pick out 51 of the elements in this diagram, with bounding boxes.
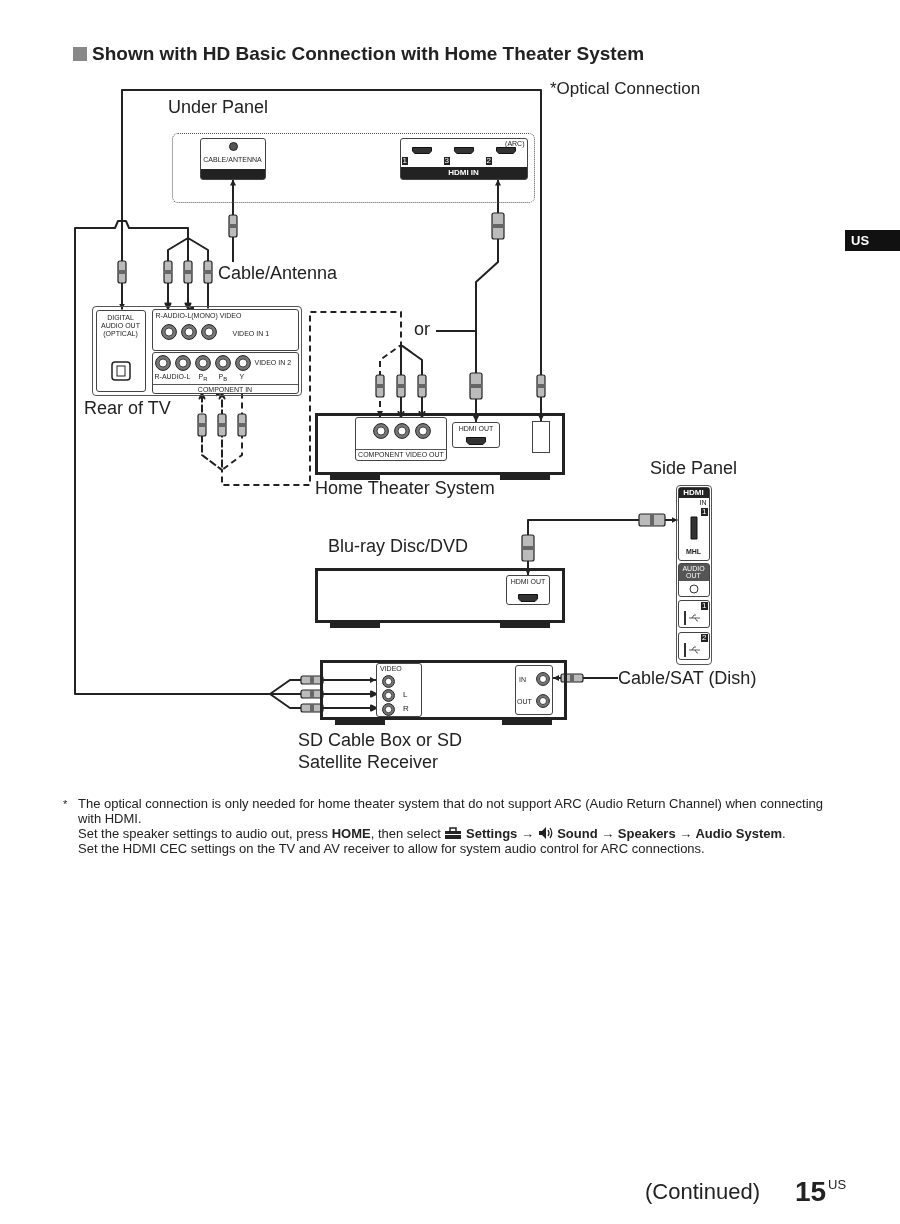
port-caption: HDMI <box>678 487 709 498</box>
port-number: 1 <box>701 601 708 610</box>
cable-arrow <box>230 178 236 263</box>
device-label: Home Theater System <box>315 478 496 500</box>
usb-port <box>677 631 710 660</box>
jack-panel <box>355 417 447 461</box>
port-number: 1 <box>701 507 708 516</box>
device-label: SD Cable Box or SD Satellite Receiver <box>298 730 464 774</box>
footnote-text: The optical connection is only needed for home theater system that do not support ARC (Audio Return Channel) when connecting with HDMI. <box>78 796 825 826</box>
continued-note: (Continued) <box>645 1179 760 1205</box>
cable-source-label: Cable/Antenna <box>218 262 338 284</box>
jack-panel <box>151 351 299 394</box>
device-label: Under Panel <box>168 97 270 119</box>
edge-label: *Optical Connection <box>548 79 703 99</box>
port-label: R <box>403 705 409 713</box>
page-suffix: US <box>828 1177 847 1192</box>
port-number: 2 <box>701 633 708 642</box>
cable-source-label: Cable/SAT (Dish) <box>618 667 757 689</box>
footnote-text: Sound → Speakers → Audio System. <box>557 826 786 841</box>
page-title: Shown with HD Basic Connection with Home Theater System <box>92 43 645 65</box>
page-number: 15 <box>795 1176 827 1208</box>
jack-panel <box>376 663 422 717</box>
footnote-mark: * <box>63 798 68 810</box>
jack-panel <box>151 308 299 351</box>
hdmi-port <box>677 486 710 561</box>
port-caption: HDMI IN <box>447 168 480 177</box>
device-label: Side Panel <box>650 458 739 480</box>
device-label: Blu-ray Disc/DVD <box>328 536 470 558</box>
language-tab: US <box>845 230 900 251</box>
optical-port <box>95 309 146 392</box>
footnote-text: Set the speaker settings to audio out, press HOME, then select <box>78 826 441 841</box>
optical-port <box>532 421 550 453</box>
hdmi-port-panel <box>399 137 528 180</box>
hdmi-port <box>452 422 500 448</box>
footnote-text: Settings → <box>466 826 534 841</box>
audio-port <box>677 562 710 597</box>
cable-arrow <box>552 675 619 681</box>
antenna-port <box>199 137 266 180</box>
hdmi-port <box>506 575 550 605</box>
port-number: 2 <box>485 156 492 165</box>
footnote-text: Set the HDMI CEC settings on the TV and AV receiver to allow for system audio control for ARC connections. <box>78 841 706 856</box>
port-label: L <box>403 691 408 699</box>
cable-arrow <box>198 311 426 486</box>
usb-port <box>677 599 710 628</box>
or-label: or <box>414 319 430 340</box>
port-number: 3 <box>443 156 450 165</box>
port-number: 1 <box>401 156 408 165</box>
coax-port-panel <box>515 665 553 715</box>
device-label: Rear of TV <box>84 398 172 420</box>
cable-arrow <box>119 89 544 422</box>
cable-arrow <box>74 220 377 712</box>
